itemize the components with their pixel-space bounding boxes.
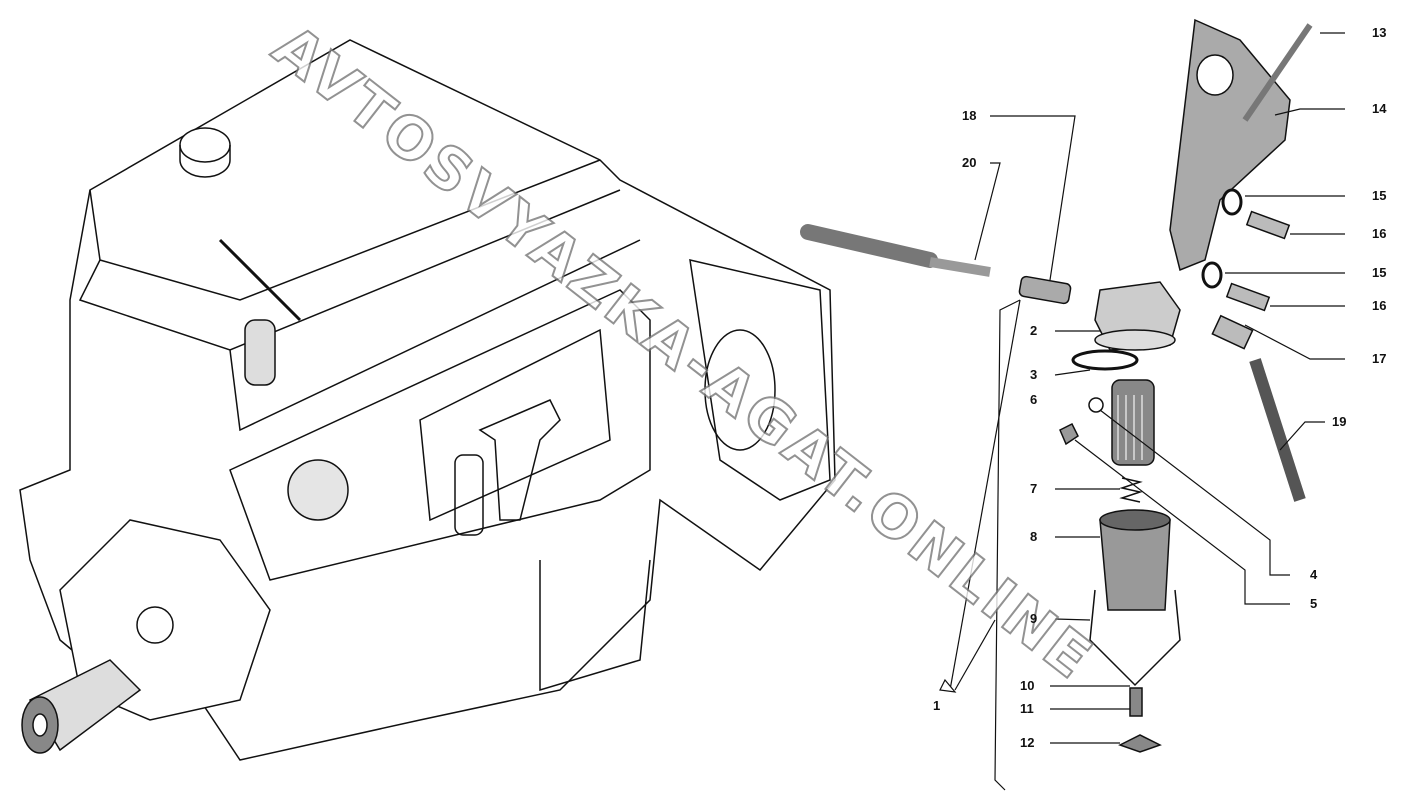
- fuel-filter-assembly: [800, 18, 1313, 753]
- callout-20: 20: [962, 155, 977, 170]
- leader-lines: [939, 32, 1345, 791]
- callout-10: 10: [1020, 678, 1035, 693]
- callout-3: 3: [1030, 367, 1038, 382]
- callout-13: 13: [1372, 25, 1387, 40]
- callout-2: 2: [1030, 323, 1038, 338]
- engine-block: [19, 39, 836, 761]
- callout-5: 5: [1310, 596, 1318, 611]
- callout-18: 18: [962, 108, 977, 123]
- callout-14: 14: [1372, 101, 1387, 116]
- callout-6: 6: [1030, 392, 1038, 407]
- callout-8: 8: [1030, 529, 1038, 544]
- callout-15-lower: 15: [1372, 265, 1387, 280]
- callout-7: 7: [1030, 481, 1038, 496]
- callout-4: 4: [1310, 567, 1318, 582]
- callout-16: 16: [1372, 226, 1387, 241]
- callout-11: 11: [1020, 701, 1034, 716]
- callout-19: 19: [1332, 414, 1347, 429]
- callout-1: 1: [933, 698, 941, 713]
- callout-9: 9: [1030, 611, 1038, 626]
- callout-12: 12: [1020, 735, 1035, 750]
- callout-15: 15: [1372, 188, 1387, 203]
- callout-16-lower: 16: [1372, 298, 1387, 313]
- callout-17: 17: [1372, 351, 1387, 366]
